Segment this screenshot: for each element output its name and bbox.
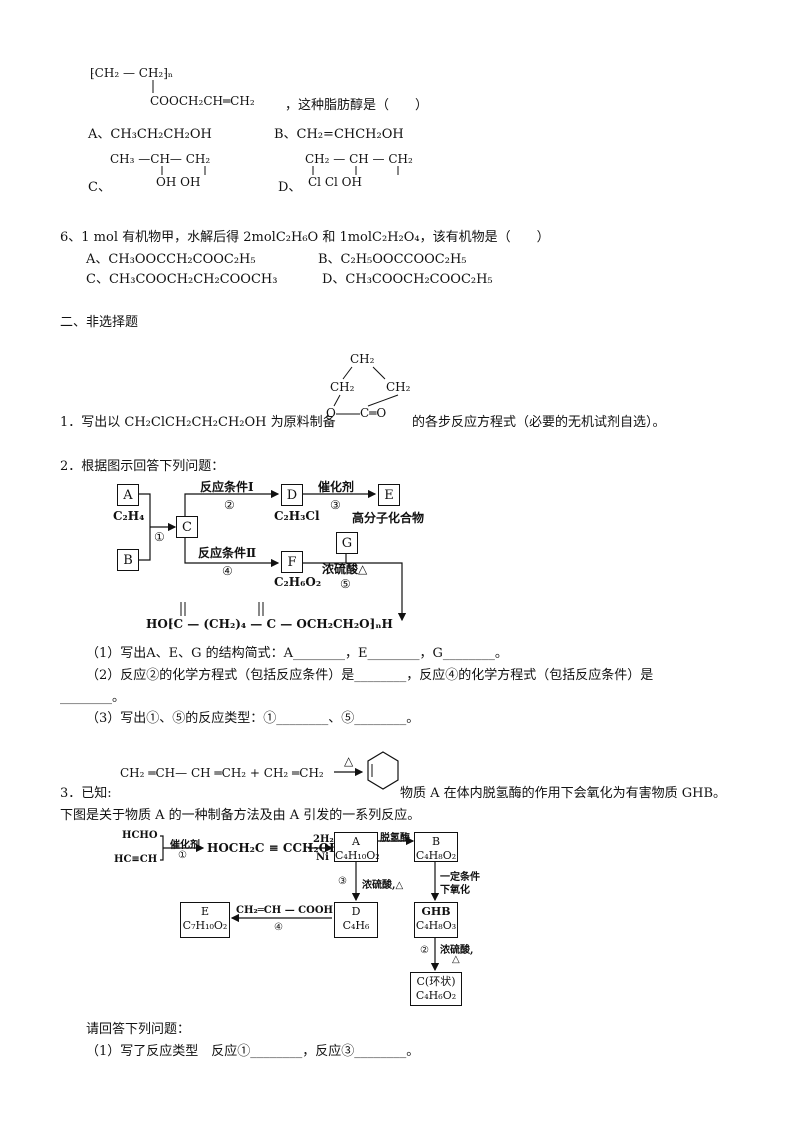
nq3-box-a-title: A (352, 835, 360, 848)
nq1-suffix: 的各步反应方程式（必要的无机试剂自选）。 (412, 415, 666, 430)
nq2-formula-d: C₂H₃Cl (274, 509, 320, 523)
nq3-acid-3: 浓硫酸,△ (362, 880, 404, 891)
nq3-acid-2-delta: △ (452, 954, 460, 965)
nq3-hydrogen: 2H₂ (313, 834, 334, 845)
nq2-part-1: （1）写出A、E、G 的结构简式：A________，E________，G__… (86, 646, 508, 661)
q6-stem: 6、1 mol 有机物甲，水解后得 2molC₂H₆O 和 1molC₂H₂O₄… (60, 230, 550, 245)
nq2-formula-e: 高分子化合物 (352, 511, 425, 525)
nq3-acrylic-acid: CH₂═CH — COOH (236, 905, 334, 916)
nq1-ring-carbonyl: C═O (360, 406, 387, 420)
nq3-box-e-title: E (200, 905, 210, 918)
nq3-box-b: B C₄H₈O₂ (414, 832, 458, 862)
nq3-box-e-formula: C₇H₁₀O₂ (182, 919, 228, 932)
nq3-dehydrogenase: 脱氢酶 (380, 833, 410, 844)
q6-option-c: C、CH₃COOCH₂CH₂COOCH₃ (86, 272, 278, 287)
q6-option-d: D、CH₃COOCH₂COOC₂H₅ (322, 272, 493, 287)
nq3-box-b-formula: C₄H₈O₂ (415, 849, 457, 862)
q5-option-c-label: C、 (88, 180, 111, 195)
nq3-box-ghb: GHB C₄H₈O₃ (414, 902, 458, 938)
nq2-box-a: A (117, 484, 139, 506)
q5-polymer-bottom: COOCH₂CH═CH₂ (150, 94, 255, 108)
nq3-box-c-title: C(环状) (416, 975, 456, 988)
q5-option-c-bottom: OH OH (156, 175, 201, 189)
nq2-condition-2: 反应条件Ⅱ (198, 546, 257, 560)
nq3-box-a-formula: C₄H₁₀O₂ (335, 849, 380, 862)
nq3-number-1: ① (178, 850, 187, 861)
nq3-line-2: 下图是关于物质 A 的一种制备方法及由 A 引发的一系列反应。 (60, 808, 421, 823)
nq2-number-3: ③ (330, 498, 341, 512)
q5-option-d-label: D、 (278, 180, 302, 195)
nq1-ring-right: CH₂ (386, 380, 411, 394)
q5-option-a: A、CH₃CH₂CH₂OH (88, 127, 212, 142)
nq2-part-3: （3）写出①、⑤的反应类型：①________、⑤________。 (86, 711, 420, 726)
nq3-box-ghb-formula: C₄H₈O₃ (415, 919, 457, 932)
nq2-box-e: E (378, 484, 400, 506)
nq2-acid-condition: 浓硫酸△ (322, 562, 368, 576)
q5-option-b: B、CH₂=CHCH₂OH (274, 127, 404, 142)
nq3-box-d-formula: C₄H₆ (342, 919, 370, 932)
nq3-number-3: ③ (338, 876, 347, 887)
nq3-part-1: （1）写了反应类型 反应①________，反应③________。 (86, 1044, 420, 1059)
nq2-condition-1: 反应条件Ⅰ (200, 480, 254, 494)
nq2-number-1: ① (154, 530, 165, 544)
nq3-box-b-title: B (431, 835, 441, 848)
nq3-box-d-title: D (351, 905, 361, 918)
nq3-box-c-formula: C₄H₆O₂ (415, 989, 457, 1002)
nq1-ring-left: CH₂ (330, 380, 355, 394)
nq3-box-d: D C₄H₆ (334, 902, 378, 938)
nq3-delta: △ (344, 754, 354, 768)
nq2-stem: 2．根据图示回答下列问题： (60, 459, 225, 474)
nq3-box-ghb-title: GHB (421, 905, 451, 918)
nq3-ask: 请回答下列问题： (86, 1022, 191, 1037)
nq2-box-c: C (176, 516, 198, 538)
nq3-box-e: E C₇H₁₀O₂ (180, 902, 230, 938)
nq2-catalyst: 催化剂 (318, 480, 355, 494)
q5-polymer-top: ⁅CH₂ — CH₂⁆ₙ (90, 66, 174, 80)
nq3-acetylene: HC≡CH (114, 854, 158, 865)
nq1-ring-oxygen: O (326, 406, 336, 420)
nq2-part-2b: ________。 (60, 690, 126, 705)
nq3-butynediol: HOCH₂C ≡ CCH₂OH (207, 841, 341, 855)
q6-option-a: A、CH₃OOCCH₂COOC₂H₅ (86, 252, 256, 267)
nq3-number-2: ② (420, 945, 429, 956)
nq2-number-4: ④ (222, 564, 233, 578)
section-title: 二、非选择题 (60, 315, 139, 330)
nq3-catalyst: 催化剂 (170, 840, 200, 851)
nq2-box-b: B (117, 549, 139, 571)
nq3-acid-2: 浓硫酸, (440, 945, 474, 956)
nq3-box-a: A C₄H₁₀O₂ (334, 832, 380, 862)
nq1-ring-top: CH₂ (350, 352, 375, 366)
nq2-part-2a: （2）反应②的化学方程式（包括反应条件）是________，反应④的化学方程式（… (86, 668, 654, 683)
q5-option-d-top: CH₂ — CH — CH₂ (305, 152, 413, 166)
nq3-tail-text: 物质 A 在体内脱氢酶的作用下会氧化为有害物质 GHB。 (400, 786, 727, 801)
q5-stem-suffix: ，这种脂肪醇是（ ） (285, 98, 429, 113)
nq2-box-f: F (281, 551, 303, 573)
nq3-box-c: C(环状) C₄H₆O₂ (410, 972, 462, 1006)
nq3-nickel: Ni (316, 852, 329, 863)
nq2-number-5: ⑤ (340, 577, 351, 591)
nq2-box-d: D (281, 484, 303, 506)
nq2-polymer: HO⁅C — (CH₂)₄ — C — OCH₂CH₂O⁆ₙH (146, 617, 393, 631)
nq3-label: 3．已知: (60, 786, 112, 801)
q6-option-b: B、C₂H₅OOCCOOC₂H₅ (318, 252, 467, 267)
nq3-equation: CH₂ ═CH— CH ═CH₂ + CH₂ ═CH₂ (120, 766, 324, 780)
nq2-number-2: ② (224, 498, 235, 512)
nq2-formula-a: C₂H₄ (113, 509, 145, 523)
nq2-formula-f: C₂H₆O₂ (274, 575, 322, 589)
nq3-oxidation-line-1: 一定条件 (440, 872, 480, 883)
q5-option-d-bottom: Cl Cl OH (308, 175, 362, 189)
nq3-hcho: HCHO (122, 830, 158, 841)
nq3-number-4: ④ (274, 922, 283, 933)
nq2-box-g: G (336, 532, 358, 554)
q5-option-c-top: CH₃ —CH— CH₂ (110, 152, 211, 166)
nq1-prefix: 1．写出以 CH₂ClCH₂CH₂CH₂OH 为原料制备 (60, 415, 336, 430)
nq3-oxidation-line-2: 下氧化 (440, 885, 470, 896)
